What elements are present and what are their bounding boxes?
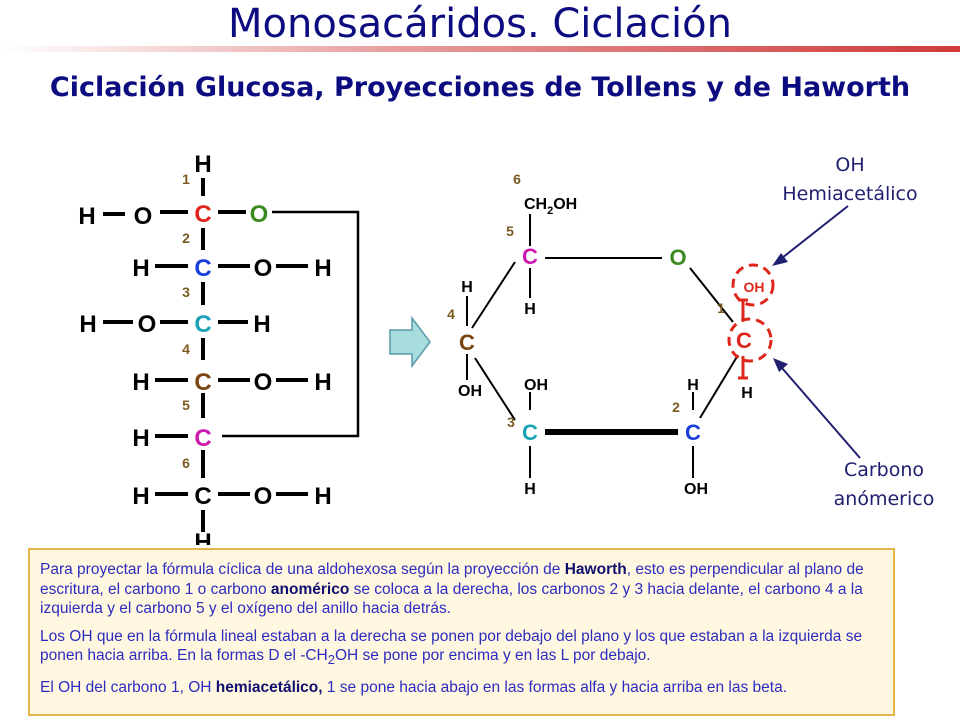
anomeric-carbon-highlight	[727, 317, 773, 363]
ring-closure-bracket	[222, 210, 360, 438]
atom-h: H	[524, 481, 536, 498]
atom-h: H	[194, 151, 211, 178]
atom-o: O	[254, 255, 273, 282]
explanation-paragraph: El OH del carbono 1, OH hemiacetálico, 1…	[40, 678, 788, 696]
carbon-number-6: 6	[513, 171, 521, 187]
carbon-number-3: 3	[507, 414, 515, 430]
anomeric-carbon-label: Carbono	[844, 459, 924, 481]
anomeric-carbon-label: anómerico	[834, 488, 935, 510]
page-title: Monosacáridos. Ciclación	[228, 1, 732, 47]
carbon-number-5: 5	[182, 397, 190, 413]
atom-h: H	[132, 369, 149, 396]
atom-ch2oh: CH2OH	[524, 196, 577, 217]
atom-oh: OH	[524, 377, 548, 394]
explanation-paragraph: Para proyectar la fórmula cíclica de una…	[40, 561, 864, 617]
carbon-number-1: 1	[717, 300, 725, 316]
atom-h: H	[461, 279, 473, 296]
oh-hemiacetal-label: Hemiacetálico	[782, 183, 917, 205]
hemiacetal-oh-highlight	[731, 263, 775, 307]
atom-c1: C	[194, 201, 211, 228]
atom-c2: C	[194, 255, 211, 282]
carbon-number-1: 1	[182, 171, 190, 187]
glucose-cyclization-diagram: H H O C O H C O H H O C H H C O H H C H …	[78, 151, 934, 545]
annotations: OH Hemiacetálico Carbono anómerico	[772, 154, 934, 510]
tollens-projection: H H O C O H C O H H O C H H C O H H C H …	[78, 151, 360, 545]
right-arrow-icon	[389, 315, 431, 369]
atom-oh: OH	[458, 383, 482, 400]
atom-h: H	[253, 311, 270, 338]
atom-h: H	[132, 425, 149, 452]
carbon-number-3: 3	[182, 284, 190, 300]
atom-h: H	[524, 301, 536, 318]
atom-c3: C	[522, 420, 538, 445]
atom-c2: C	[685, 420, 701, 445]
atom-h: H	[741, 385, 753, 402]
explanation-paragraph: Los OH que en la fórmula lineal estaban …	[40, 627, 863, 668]
atom-h: H	[314, 369, 331, 396]
atom-h: H	[132, 255, 149, 282]
atom-o-carbonyl: O	[250, 201, 269, 228]
atom-h: H	[132, 483, 149, 510]
title-underline	[0, 46, 960, 52]
carbon-number-6: 6	[182, 455, 190, 471]
atom-c5: C	[522, 244, 538, 269]
page-subtitle: Ciclación Glucosa, Proyecciones de Tolle…	[49, 72, 911, 103]
carbon-number-2: 2	[672, 399, 680, 415]
atom-c4: C	[459, 330, 475, 355]
carbon-number-4: 4	[182, 341, 190, 357]
atom-o: O	[254, 483, 273, 510]
atom-oh-anomeric: OH	[744, 279, 765, 295]
atom-o-ring: O	[669, 245, 686, 270]
atom-h: H	[687, 377, 699, 394]
atom-h: H	[79, 311, 96, 338]
oh-hemiacetal-label: OH	[835, 154, 864, 176]
haworth-projection: CH2OH C O H H C OH OH C H H C OH OH C H …	[447, 171, 775, 498]
atom-c3: C	[194, 311, 211, 338]
atom-h: H	[314, 255, 331, 282]
atom-c4: C	[194, 369, 211, 396]
carbon-number-2: 2	[182, 230, 190, 246]
explanation-box: Para proyectar la fórmula cíclica de una…	[28, 548, 895, 716]
atom-o: O	[138, 311, 157, 338]
atom-c5: C	[194, 425, 211, 452]
atom-h: H	[78, 203, 95, 230]
carbon-number-5: 5	[506, 223, 514, 239]
atom-c6: C	[194, 483, 211, 510]
atom-o: O	[254, 369, 273, 396]
atom-h: H	[194, 529, 211, 545]
atom-h: H	[314, 483, 331, 510]
atom-o: O	[134, 203, 153, 230]
atom-oh: OH	[684, 481, 708, 498]
carbon-number-4: 4	[447, 306, 455, 322]
atom-c1: C	[736, 328, 752, 353]
